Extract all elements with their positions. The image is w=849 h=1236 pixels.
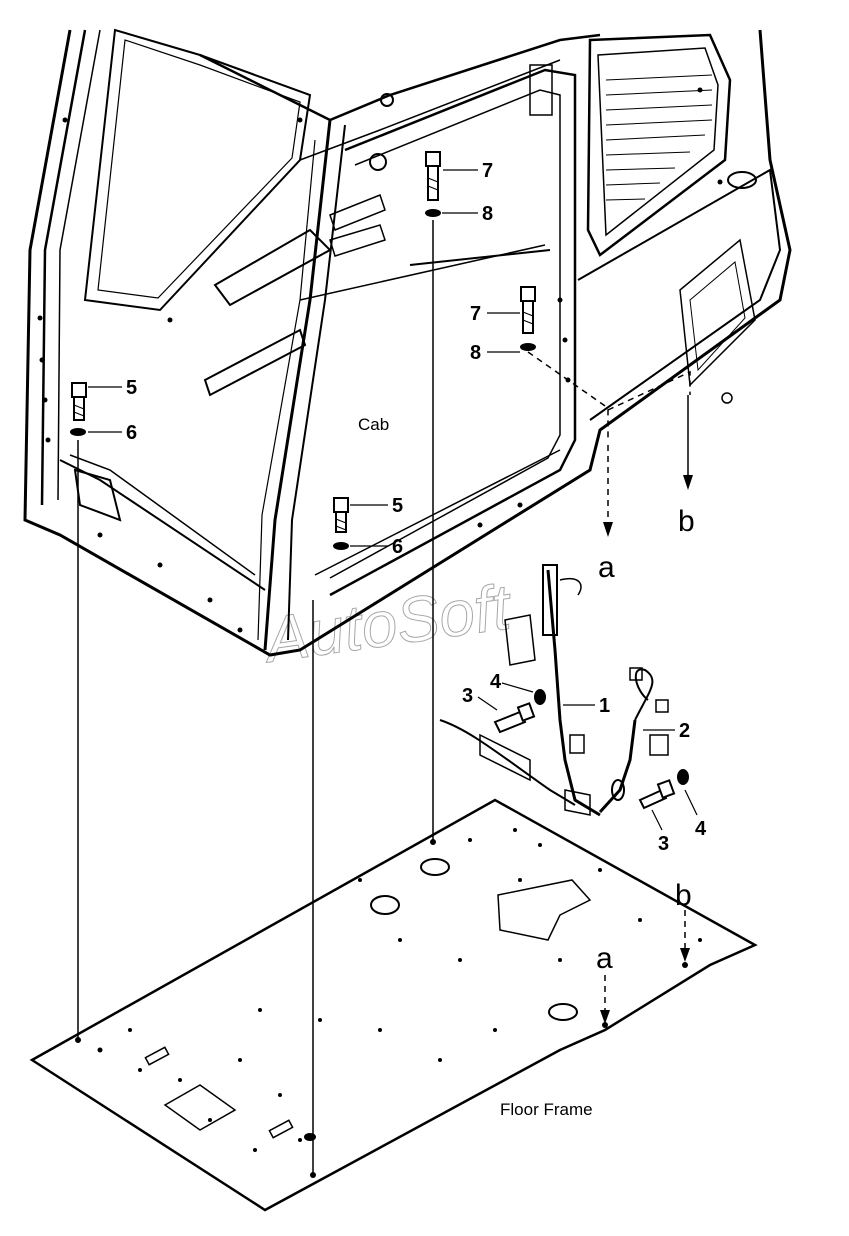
watermark: AutoSoft (257, 570, 516, 676)
callout-2: 2 (679, 720, 690, 742)
wire-harness-1 (439, 564, 601, 817)
ref-arrow-b-upper (683, 395, 693, 490)
ref-arrow-a-upper (603, 445, 613, 537)
ref-label-a-upper: a (598, 551, 615, 584)
washer-6-center (333, 542, 349, 550)
floor-frame-plate (29, 798, 758, 1212)
alignment-lines (77, 220, 691, 1175)
ref-label-b-upper: b (678, 505, 695, 538)
wire-harness-2 (598, 667, 669, 814)
cab-label: Cab (358, 415, 389, 434)
callout-5-center: 5 (392, 495, 403, 517)
callout-8-lower: 8 (470, 342, 481, 364)
callout-leaders (88, 169, 698, 831)
bolt-3-right (638, 779, 676, 810)
callout-7-upper: 7 (482, 160, 493, 182)
callout-7-lower: 7 (470, 303, 481, 325)
bolt-5-left (71, 382, 87, 421)
bolt-7-upper (425, 151, 441, 201)
bolt-7-lower (520, 286, 536, 334)
washer-4-right (677, 769, 689, 785)
ref-label-a-lower: a (596, 942, 613, 975)
washer-4-left (534, 689, 546, 705)
ref-arrow-b-lower (680, 910, 690, 962)
callout-4-right: 4 (695, 818, 707, 840)
callout-8-upper: 8 (482, 203, 493, 225)
callout-3-right: 3 (658, 833, 669, 855)
side-window-louvres (605, 74, 713, 201)
floor-frame-label: Floor Frame (500, 1100, 593, 1119)
callout-5-left: 5 (126, 377, 137, 399)
washer-6-left (70, 428, 86, 436)
bolt-3-left (493, 702, 536, 734)
ref-label-b-lower: b (675, 879, 692, 912)
bolt-5-center (333, 497, 349, 533)
cab-rivets (37, 87, 723, 633)
callout-6-left: 6 (126, 422, 137, 444)
washer-8-upper (425, 209, 441, 217)
callout-6-center: 6 (392, 536, 403, 558)
cab-structure (23, 28, 792, 657)
callout-3-left: 3 (462, 685, 473, 707)
ref-arrow-a-lower (600, 975, 610, 1024)
callout-1: 1 (599, 695, 610, 717)
callout-4-left: 4 (490, 671, 502, 693)
washer-8-lower (520, 343, 536, 351)
